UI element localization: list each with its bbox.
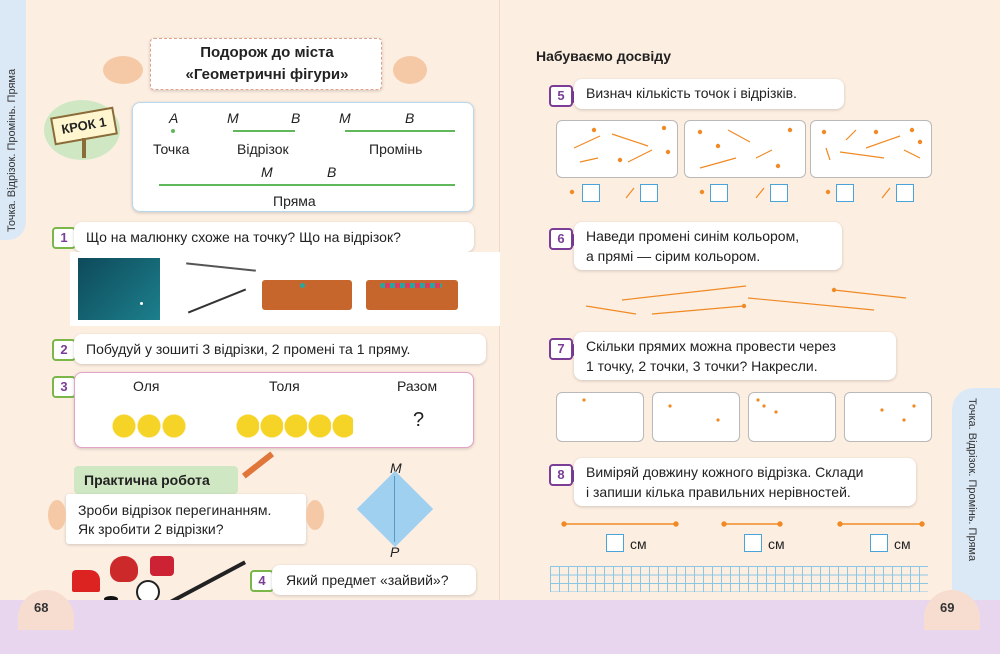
task-5-answer-segments-1[interactable] (640, 184, 658, 202)
skate-icon (72, 570, 100, 592)
task-6-box: Наведи промені синім кольором, а прямі —… (574, 222, 842, 270)
line-letter-m: M (261, 164, 273, 180)
glove-icon (150, 556, 174, 576)
left-page-number: 68 (34, 600, 49, 615)
task-2-text: Побудуй у зошиті 3 відрізки, 2 промені т… (86, 341, 411, 357)
ray-letter-b: B (405, 110, 415, 126)
task-7-line-1: Скільки прямих можна провести через (586, 338, 836, 354)
segment-name: Відрізок (237, 141, 289, 157)
box-one-bead-image (262, 280, 352, 310)
task-6-line-1: Наведи промені синім кольором, (586, 228, 800, 244)
task-7-line-2: 1 точку, 2 точки, 3 точки? Накресли. (586, 358, 818, 374)
task-7-frame-2 (652, 392, 740, 442)
right-hand-icon (393, 56, 427, 84)
task-5-text: Визнач кількість точок і відрізків. (586, 85, 797, 101)
task-1-pictures (70, 252, 500, 326)
fold-letter-p: P (390, 544, 400, 560)
star-point (140, 302, 143, 305)
practical-line-1: Зроби відрізок перегинанням. (78, 502, 272, 518)
point-letter: A (169, 110, 179, 126)
task-8-unit-1: см (630, 536, 647, 552)
practical-label: Практична робота (84, 472, 210, 488)
title-line-1: Подорож до міста (200, 44, 334, 61)
fold-letter-m: M (390, 460, 402, 476)
segment-letter-b: B (291, 110, 301, 126)
segment-letter-m: M (227, 110, 239, 126)
task-5-box: Визнач кількість точок і відрізків. (574, 79, 844, 109)
task-8-line-1: Виміряй довжину кожного відрізка. Склади (586, 464, 864, 480)
line-line (159, 184, 455, 186)
task-5-answer-points-2[interactable] (710, 184, 728, 202)
task-8-box: Виміряй довжину кожного відрізка. Склади… (574, 458, 916, 506)
helmet-icon (110, 556, 138, 582)
step-post (82, 138, 86, 158)
task-5-answer-segments-2[interactable] (770, 184, 788, 202)
left-hand-icon (103, 56, 143, 84)
task-8-unit-3: см (894, 536, 911, 552)
task-5-answer-points-1[interactable] (582, 184, 600, 202)
right-page-number: 69 (940, 600, 955, 615)
puck-icon (104, 596, 118, 602)
segment-line (233, 130, 295, 132)
ray-letter-m: M (339, 110, 351, 126)
task-5-answer-points-3[interactable] (836, 184, 854, 202)
task-3-col-olia: Оля (133, 378, 160, 394)
bead-row (380, 283, 442, 288)
task-5-frame-1 (556, 120, 678, 178)
olia-apples-icon (111, 413, 187, 439)
task-1-text: Що на малюнку схоже на точку? Що на відр… (86, 229, 401, 245)
task-7-frame-3 (748, 392, 836, 442)
practical-left-hand-icon (48, 500, 66, 530)
right-subtitle: Набуваємо досвіду (536, 48, 672, 64)
box-bead-row-image (366, 280, 458, 310)
task-7-frame-1 (556, 392, 644, 442)
task-8-answer-1[interactable] (606, 534, 624, 552)
ray-line (345, 130, 455, 132)
point-name: Точка (153, 141, 190, 157)
bottom-band (0, 600, 1000, 654)
right-side-tab: Точка. Відрізок. Промінь. Пряма (952, 388, 1000, 610)
ray-name: Промінь (369, 141, 423, 157)
line-name: Пряма (273, 193, 316, 209)
task-3-col-total: Разом (397, 378, 438, 394)
practical-line-2: Як зробити 2 відрізки? (78, 521, 224, 537)
task-7-box: Скільки прямих можна провести через 1 то… (574, 332, 896, 380)
task-8-grid[interactable] (550, 566, 928, 592)
figures-box: A Точка M B Відрізок M B Промінь M B Пря… (132, 102, 474, 212)
practical-label-box: Практична робота (74, 466, 238, 494)
right-page-number-bubble (924, 590, 980, 630)
task-4-text: Який предмет «зайвий»? (286, 572, 449, 588)
task-1-box: Що на малюнку схоже на точку? Що на відр… (74, 222, 474, 252)
tolia-apples-icon (235, 413, 353, 439)
task-8-answer-3[interactable] (870, 534, 888, 552)
task-3-answer: ? (413, 409, 425, 431)
practical-box: Зроби відрізок перегинанням. Як зробити … (66, 494, 306, 544)
task-2-box: Побудуй у зошиті 3 відрізки, 2 промені т… (74, 334, 486, 364)
task-4-box: Який предмет «зайвий»? (272, 565, 476, 595)
practical-right-hand-icon (306, 500, 324, 530)
title-banner: Подорож до міста «Геометричні фігури» (150, 38, 382, 90)
fold-line (394, 476, 395, 542)
task-3-box: Оля Толя Разом ? (74, 372, 474, 448)
title-line-2: «Геометричні фігури» (185, 66, 349, 83)
task-3-col-tolia: Толя (269, 378, 300, 394)
task-5-answer-segments-3[interactable] (896, 184, 914, 202)
task-8-answer-2[interactable] (744, 534, 762, 552)
point-dot (171, 129, 175, 133)
task-8-line-2: і запиши кілька правильних нерівностей. (586, 484, 851, 500)
task-6-line-2: а прямі — сірим кольором. (586, 248, 761, 264)
task-8-unit-2: см (768, 536, 785, 552)
line-letter-b: B (327, 164, 337, 180)
task-5-frame-2 (684, 120, 806, 178)
left-side-tab: Точка. Відрізок. Промінь. Пряма (0, 0, 26, 240)
task-7-frame-4 (844, 392, 932, 442)
night-sky-image (78, 258, 160, 320)
bead (300, 283, 305, 288)
left-page-number-bubble (18, 590, 74, 630)
